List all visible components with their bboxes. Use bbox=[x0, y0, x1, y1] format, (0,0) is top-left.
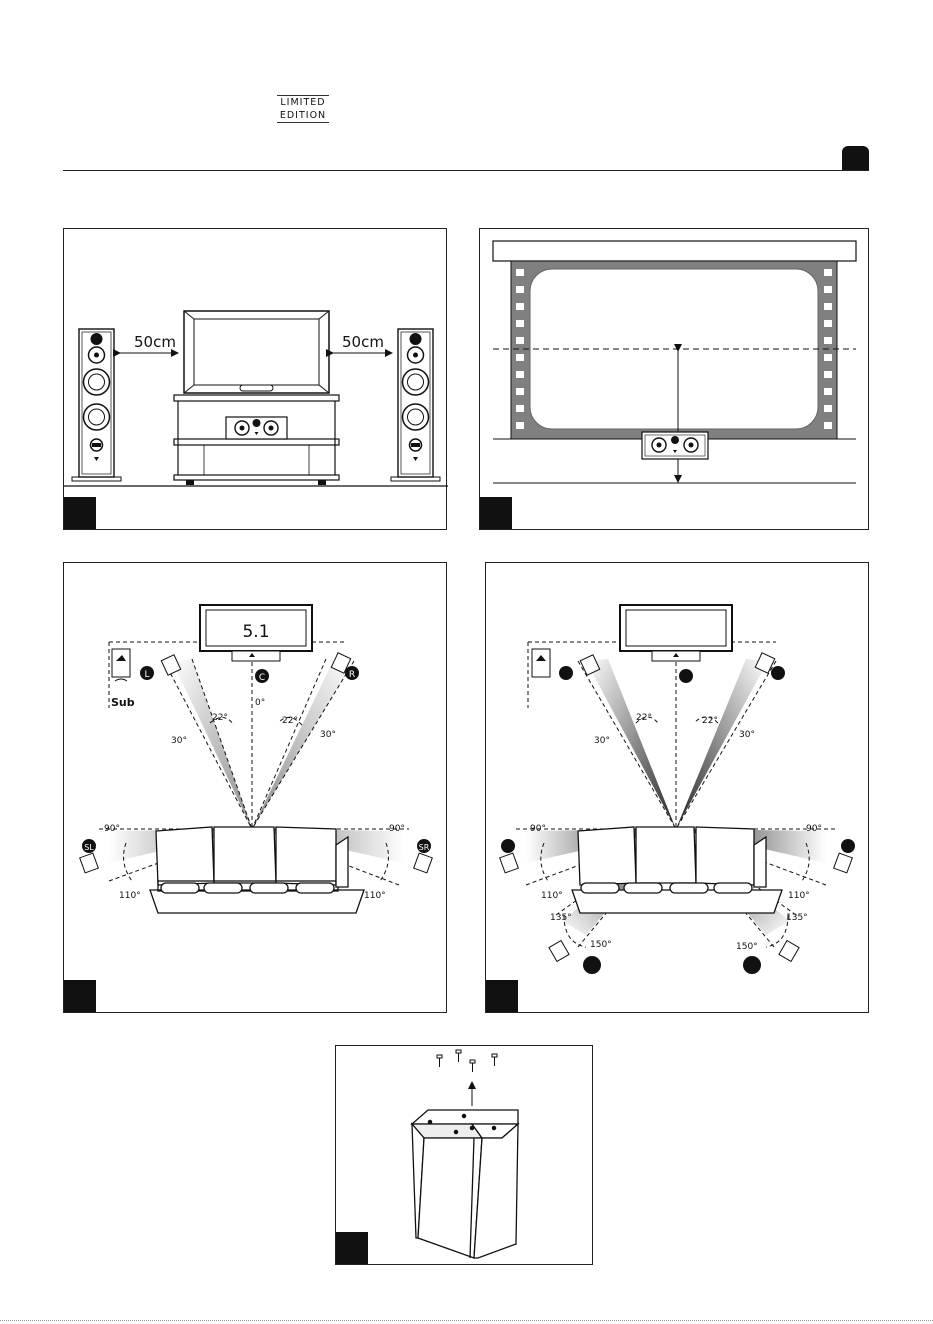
screen-display: 5.1 bbox=[200, 605, 312, 661]
figure-front-placement: 50cm 50cm bbox=[63, 228, 447, 530]
angle-label-22-right: 22° bbox=[702, 716, 718, 726]
channel-badge-center: C bbox=[259, 673, 265, 683]
front-placement-diagram: 50cm 50cm bbox=[64, 229, 448, 531]
angle-label-30-left: 30° bbox=[594, 736, 610, 746]
angle-label-110-left: 110° bbox=[541, 891, 563, 901]
limited-edition-logo: LIMITED EDITION bbox=[277, 95, 329, 123]
sofa bbox=[150, 827, 364, 913]
logo-line-2: EDITION bbox=[277, 109, 329, 123]
angle-label-22-right: 22° bbox=[282, 716, 298, 726]
subwoofer: Sub bbox=[111, 649, 135, 709]
angle-label-90-right: 90° bbox=[806, 824, 822, 834]
angle-label-22-left: 22° bbox=[212, 713, 228, 723]
angle-label-110-right: 110° bbox=[364, 891, 386, 901]
figure-grille-removal bbox=[335, 1045, 593, 1265]
channel-badges bbox=[501, 666, 855, 974]
angle-label-30-right: 30° bbox=[320, 730, 336, 740]
channel-badge-left: L bbox=[144, 670, 149, 680]
angle-label-135-right: 135° bbox=[786, 913, 808, 923]
angle-label-110-right: 110° bbox=[788, 891, 810, 901]
angle-label-150-right: 150° bbox=[736, 942, 758, 952]
center-speaker-under-screen bbox=[642, 432, 708, 459]
figure-number-badge bbox=[64, 497, 96, 529]
screen-placement-diagram bbox=[480, 229, 870, 531]
header-rule bbox=[63, 170, 869, 171]
left-tower-speaker bbox=[72, 329, 121, 481]
figure-number-badge bbox=[336, 1232, 368, 1264]
figure-5-1-layout: 5.1 Sub L C R SL SR bbox=[63, 562, 447, 1013]
screws bbox=[437, 1050, 497, 1072]
channel-badge-right: R bbox=[349, 670, 355, 680]
surround-5-1-diagram: 5.1 Sub L C R SL SR bbox=[64, 563, 448, 1014]
grille-removal-diagram bbox=[336, 1046, 594, 1266]
channel-badge-surround-right: SR bbox=[419, 843, 430, 852]
figure-number-badge bbox=[480, 497, 512, 529]
angle-label-22-left: 22° bbox=[636, 713, 652, 723]
angle-label-110-left: 110° bbox=[119, 891, 141, 901]
angle-label-90-left: 90° bbox=[530, 824, 546, 834]
figure-number-badge bbox=[486, 980, 518, 1012]
angle-label-30-right: 30° bbox=[739, 730, 755, 740]
right-tower-speaker bbox=[391, 329, 440, 481]
tv-stand bbox=[174, 395, 339, 485]
logo-line-1: LIMITED bbox=[277, 95, 329, 109]
center-speaker bbox=[226, 417, 287, 439]
distance-label-right: 50cm bbox=[342, 333, 384, 351]
angle-label-90-right: 90° bbox=[389, 824, 405, 834]
channel-badge-surround-left: SL bbox=[84, 843, 94, 852]
screen-display bbox=[620, 605, 732, 661]
page-bottom-edge bbox=[0, 1320, 933, 1321]
screen-format-label: 5.1 bbox=[242, 622, 269, 642]
angle-label-30-left: 30° bbox=[171, 736, 187, 746]
surround-7-1-diagram: 22° 22° 30° 30° 90° 90° 110° 110° 135° 1… bbox=[486, 563, 870, 1014]
television bbox=[184, 311, 329, 393]
distance-label-left: 50cm bbox=[134, 333, 176, 351]
subwoofer bbox=[532, 649, 550, 677]
angle-label-135-left: 135° bbox=[550, 913, 572, 923]
angle-label-90-left: 90° bbox=[104, 824, 120, 834]
figure-number-badge bbox=[64, 980, 96, 1012]
page-tab-marker bbox=[842, 146, 869, 170]
figure-7-1-layout: 22° 22° 30° 30° 90° 90° 110° 110° 135° 1… bbox=[485, 562, 869, 1013]
sofa bbox=[572, 827, 782, 913]
speaker-cabinet bbox=[412, 1110, 518, 1258]
angle-label-0: 0° bbox=[255, 698, 265, 708]
angle-label-150-left: 150° bbox=[590, 940, 612, 950]
figure-screen-placement bbox=[479, 228, 869, 530]
sub-label: Sub bbox=[111, 696, 135, 709]
